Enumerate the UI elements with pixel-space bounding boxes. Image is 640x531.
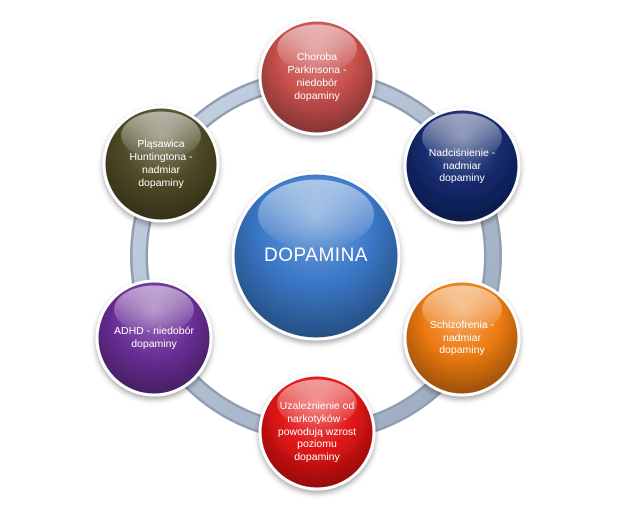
node-gloss-adhd — [114, 285, 194, 334]
node-gloss-parkinson — [277, 24, 357, 73]
node-gloss-schizophrenia — [422, 285, 502, 334]
node-gloss-hypertension — [422, 113, 502, 162]
center-circle-gloss — [257, 179, 375, 250]
node-gloss-huntington — [121, 111, 201, 160]
node-gloss-addiction — [277, 379, 357, 428]
